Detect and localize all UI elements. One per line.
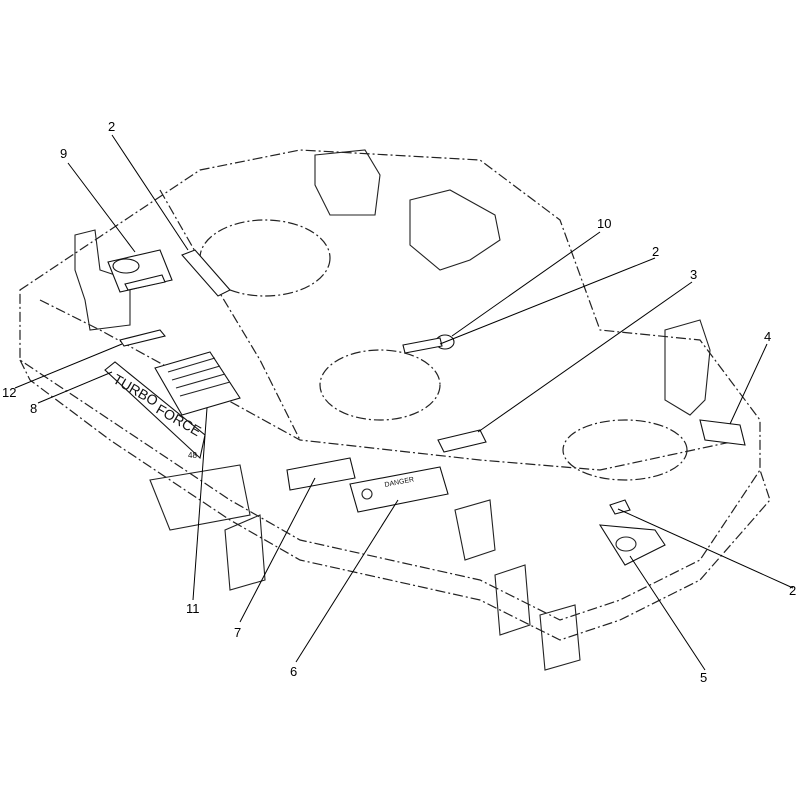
callout-12: 12 (2, 385, 16, 400)
callout-2-bottom-right: 2 (789, 583, 796, 598)
decal-item-2-mid (402, 337, 443, 354)
leader-c2a (111, 134, 189, 251)
decal-item-12 (119, 329, 166, 347)
decal-item-11 (154, 351, 241, 416)
callout-7: 7 (234, 625, 241, 640)
decal-item-2-upper (181, 249, 231, 297)
deck-brackets (74, 149, 711, 671)
callout-5: 5 (700, 670, 707, 685)
leader-c6 (295, 499, 399, 663)
decal-item-9 (107, 249, 173, 293)
callout-9: 9 (60, 146, 67, 161)
decal-item-6: DANGER (349, 466, 449, 513)
leader-c5 (629, 555, 706, 671)
leader-c11 (192, 407, 208, 601)
leader-c7 (239, 477, 316, 623)
leader-c2c (617, 508, 794, 589)
callout-10: 10 (597, 216, 611, 231)
leader-c12 (14, 343, 123, 389)
decal-item-7 (286, 457, 356, 491)
leader-lines (14, 134, 794, 671)
leader-c10 (451, 231, 601, 337)
callout-2-right: 2 (652, 244, 659, 259)
callout-11: 11 (186, 601, 200, 616)
callout-labels: 2 9 10 2 3 4 12 8 11 7 6 5 2 (2, 119, 796, 685)
callout-8: 8 (30, 401, 37, 416)
decal-item-4 (699, 419, 746, 446)
callout-2-top-left: 2 (108, 119, 115, 134)
callout-4: 4 (764, 329, 771, 344)
deck-outline (19, 149, 771, 641)
leader-c2b (439, 257, 656, 345)
decal-item-2-lower (609, 499, 631, 515)
leader-c4 (729, 343, 768, 425)
brand-word-turbo: TURBO (111, 371, 162, 409)
leader-c3 (477, 281, 693, 433)
decal-item-3 (437, 429, 487, 453)
decal-item-5 (598, 524, 666, 566)
callout-3: 3 (690, 267, 697, 282)
leader-c9 (67, 162, 136, 253)
callout-6: 6 (290, 664, 297, 679)
model-number: 48 (188, 451, 197, 460)
leader-c8 (37, 371, 113, 404)
